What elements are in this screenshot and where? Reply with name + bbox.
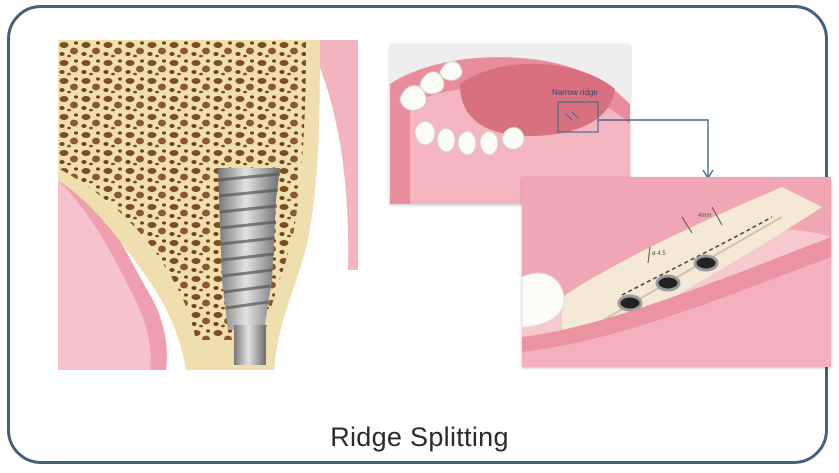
split-ridge-illustration: 4mm ø 4.5	[522, 177, 831, 367]
diameter-dimension-label: ø 4.5	[652, 251, 666, 257]
width-dimension-label: 4mm	[698, 213, 711, 219]
slide-caption: Ridge Splitting	[0, 422, 839, 453]
